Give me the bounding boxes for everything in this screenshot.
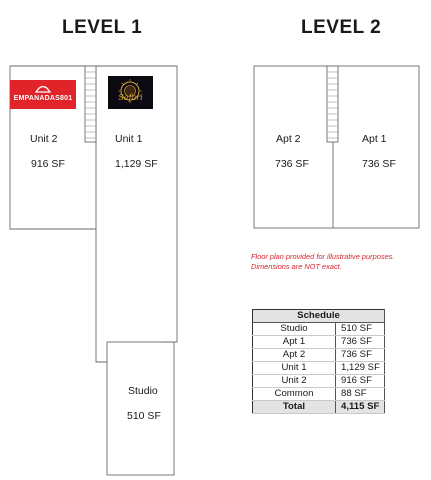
schedule-row-name: Studio xyxy=(252,322,336,336)
disclaimer-line-1: Floor plan provided for illustrative pur… xyxy=(251,252,395,261)
studio-outline xyxy=(106,341,175,476)
level-2-title: LEVEL 2 xyxy=(301,17,382,38)
room-area-studio: 510 SF xyxy=(127,410,161,422)
schedule-row-name: Common xyxy=(252,387,336,401)
schedule-row-name: Unit 2 xyxy=(252,374,336,388)
stair-outline-level-1 xyxy=(84,65,97,143)
table-row: Studio 510 SF xyxy=(252,322,385,336)
stair-treads-level-2 xyxy=(327,71,338,139)
safari-logo: Safari xyxy=(108,76,153,109)
schedule-row-area: 736 SF xyxy=(335,348,385,362)
empanadas-logo: EMPANADAS801 xyxy=(10,80,76,109)
table-row: Unit 2 916 SF xyxy=(252,374,385,388)
sun-face-icon xyxy=(118,79,142,103)
room-label-studio: Studio xyxy=(128,385,158,397)
schedule-row-name: Apt 2 xyxy=(252,348,336,362)
schedule-total-name: Total xyxy=(252,400,336,414)
room-label-apt-1: Apt 1 xyxy=(362,133,387,145)
room-label-apt-2: Apt 2 xyxy=(276,133,301,145)
schedule-row-name: Unit 1 xyxy=(252,361,336,375)
empanada-icon xyxy=(35,85,51,93)
stair-outline-level-2 xyxy=(326,65,339,143)
room-label-unit-2: Unit 2 xyxy=(30,133,58,145)
schedule-row-area: 88 SF xyxy=(335,387,385,401)
schedule-table: Schedule Studio 510 SF Apt 1 736 SF Apt … xyxy=(252,309,385,414)
disclaimer-line-2: Dimensions are NOT exact. xyxy=(251,262,342,271)
room-area-unit-2: 916 SF xyxy=(31,158,65,170)
room-area-apt-2: 736 SF xyxy=(275,158,309,170)
table-row: Common 88 SF xyxy=(252,387,385,401)
table-row: Unit 1 1,129 SF xyxy=(252,361,385,375)
disclaimer-note: Floor plan provided for illustrative pur… xyxy=(251,252,426,272)
room-area-apt-1: 736 SF xyxy=(362,158,396,170)
corridor-outline xyxy=(95,66,107,363)
table-row: Apt 1 736 SF xyxy=(252,335,385,349)
level-1-title: LEVEL 1 xyxy=(62,17,143,38)
schedule-row-area: 1,129 SF xyxy=(335,361,385,375)
table-row: Apt 2 736 SF xyxy=(252,348,385,362)
schedule-row-name: Apt 1 xyxy=(252,335,336,349)
unit-2-outline xyxy=(9,65,96,230)
schedule-row-area: 916 SF xyxy=(335,374,385,388)
stair-treads-level-1 xyxy=(85,71,96,139)
schedule-row-area: 510 SF xyxy=(335,322,385,336)
room-area-unit-1: 1,129 SF xyxy=(115,158,158,170)
schedule-total-area: 4,115 SF xyxy=(335,400,385,414)
schedule-total-row: Total 4,115 SF xyxy=(252,400,385,414)
empanadas-logo-text: EMPANADAS801 xyxy=(13,95,73,102)
room-label-unit-1: Unit 1 xyxy=(115,133,143,145)
safari-logo-text: Safari xyxy=(118,93,143,102)
schedule-row-area: 736 SF xyxy=(335,335,385,349)
schedule-title: Schedule xyxy=(252,309,385,323)
